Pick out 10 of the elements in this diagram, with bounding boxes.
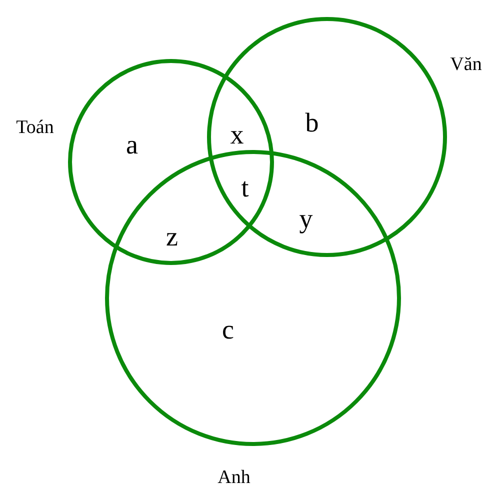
set-label: Văn xyxy=(450,54,482,76)
region-label: x xyxy=(230,122,244,148)
region-label: c xyxy=(222,316,234,344)
set-label: Toán xyxy=(16,117,54,139)
region-label: t xyxy=(241,174,249,202)
set-label: Anh xyxy=(218,467,250,487)
region-label: y xyxy=(299,206,313,232)
region-label: z xyxy=(166,224,178,250)
region-label: a xyxy=(126,132,138,158)
region-label: b xyxy=(305,110,319,136)
